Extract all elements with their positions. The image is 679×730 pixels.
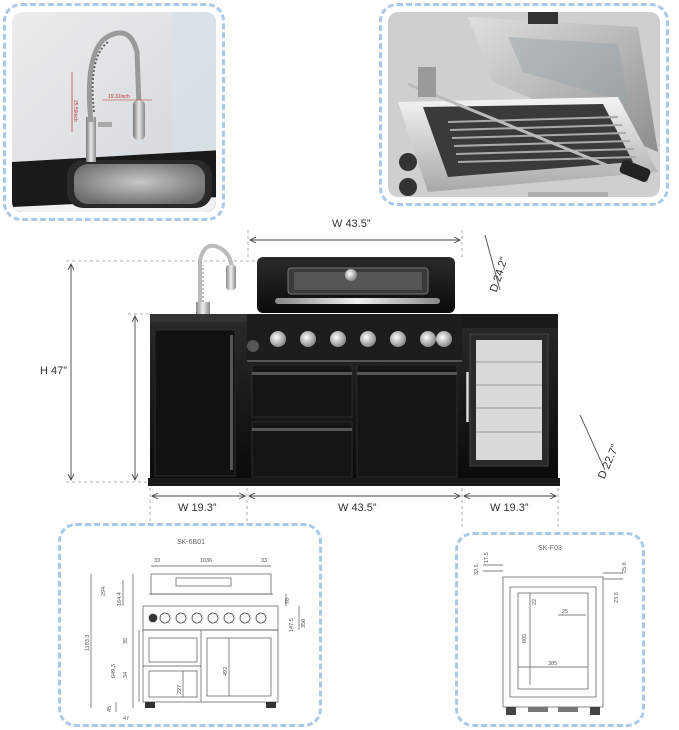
grill-dim-base: 45: [107, 706, 113, 712]
bottom-left-width-label: W 19.3”: [178, 502, 217, 514]
fridge-model-label: SK-F03: [538, 545, 562, 552]
grill-dim-panel-height: 147.5: [289, 618, 295, 632]
grill-dim-panel-total: 350: [301, 619, 307, 628]
fridge-technical-drawing-panel: SK-F03 32.5 17.5 25.8 23.3 22 25 605 385: [455, 532, 645, 727]
grill-dim-panel-offset: 70: [285, 598, 291, 604]
grill-dim-total-height: 1193.3: [85, 635, 91, 651]
height-label: H 47”: [40, 365, 67, 377]
bottom-right-width-label: W 19.3”: [490, 502, 529, 514]
fridge-dim-right-a: 25.8: [622, 562, 628, 573]
rotisserie-grill-photo-panel: [379, 3, 669, 206]
outdoor-kitchen-diagram: W 43.5” H 47” D 24.2” D 22.7” W 19.3” W …: [0, 210, 679, 530]
grill-dim-drawer-gap: 34: [123, 672, 129, 678]
grill-dim-drawer-height: 227: [177, 685, 183, 694]
fridge-dim-inner-width: 385: [548, 661, 557, 667]
grill-dim-door-height: 492: [223, 667, 229, 676]
fridge-dim-inner-height: 605: [522, 634, 528, 643]
fridge-dim-top-b: 17.5: [484, 552, 490, 563]
fridge-dim-top-a: 32.5: [474, 564, 480, 575]
grill-dim-drawer-top: 35: [123, 638, 129, 644]
grill-dim-left-offset: 33: [154, 558, 160, 564]
fridge-dim-inner-top: 22: [532, 599, 538, 605]
grill-dim-cabinet-height: 649.3: [111, 664, 117, 678]
faucet-height-label: 25.59inch: [72, 100, 78, 122]
grill-dim-hood-depth: 164.4: [117, 592, 123, 606]
top-width-label: W 43.5”: [332, 218, 371, 230]
faucet-sink-photo: 25.59inch 19.31inch: [12, 12, 216, 212]
faucet-sink-photo-panel: 25.59inch 19.31inch: [3, 3, 225, 221]
grill-dim-foot: 47: [123, 716, 129, 722]
grill-dim-width: 1036: [200, 558, 212, 564]
faucet-reach-label: 19.31inch: [108, 94, 130, 100]
fridge-dim-inner-side: 25: [562, 609, 568, 615]
fridge-dim-right-b: 23.3: [614, 592, 620, 603]
rotisserie-grill-photo: [388, 12, 660, 197]
grill-technical-drawing-panel: SK-6B01 1036 33 33 294 164.4 70 147.5 35…: [58, 523, 322, 727]
grill-dim-hood-height: 294: [101, 587, 107, 596]
bottom-center-width-label: W 43.5”: [338, 502, 377, 514]
grill-model-label: SK-6B01: [177, 539, 205, 546]
grill-dim-right-offset: 33: [261, 558, 267, 564]
